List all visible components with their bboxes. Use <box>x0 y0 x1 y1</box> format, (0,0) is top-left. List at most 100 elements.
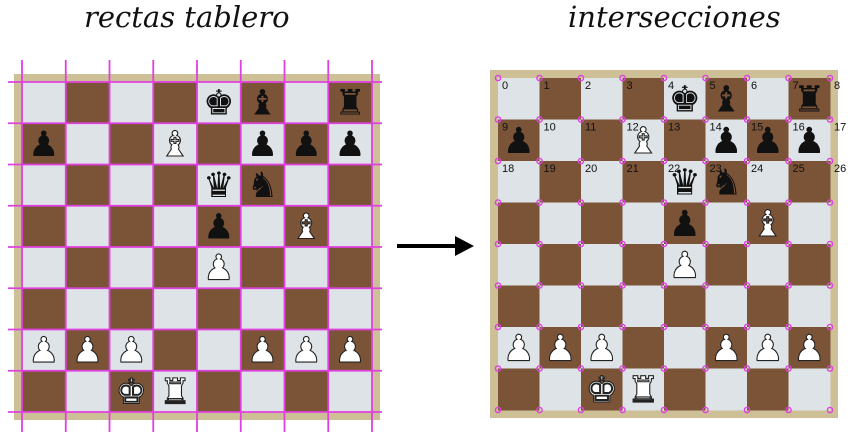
intersection-point <box>702 323 709 331</box>
right-square <box>705 244 748 286</box>
left-square <box>197 82 242 124</box>
intersection-label: 26 <box>834 163 846 175</box>
right-square <box>705 202 748 245</box>
right-square <box>705 78 748 120</box>
intersection-point <box>660 199 668 206</box>
intersection-point <box>826 365 834 372</box>
right-square <box>788 202 831 245</box>
left-square <box>153 329 198 372</box>
right-square <box>747 161 789 203</box>
intersection-point <box>826 199 834 206</box>
left-square <box>153 370 198 413</box>
left-square <box>109 205 154 248</box>
left-square <box>240 82 285 124</box>
right-square <box>747 78 789 120</box>
intersection-point <box>619 406 626 414</box>
left-square <box>328 329 373 372</box>
intersection-label: 3 <box>627 80 633 92</box>
intersection-point <box>494 282 502 289</box>
intersection-point <box>743 282 751 289</box>
intersection-label: 15 <box>751 122 763 134</box>
title-rectas-tablero: rectas tablero <box>84 0 290 34</box>
right-square <box>539 368 582 411</box>
intersection-point <box>702 282 709 289</box>
right-square <box>622 368 665 411</box>
intersection-point <box>577 199 585 206</box>
black-queen-icon: ♛ <box>669 162 701 203</box>
intersection-label: 0 <box>502 80 508 92</box>
intersection-point <box>785 406 792 414</box>
left-square <box>153 247 198 289</box>
white-pawn-icon: ♟ <box>247 331 278 371</box>
right-square <box>498 78 540 120</box>
intersection-point <box>494 323 502 331</box>
intersection-label: 8 <box>834 80 840 92</box>
intersection-label: 14 <box>710 122 722 134</box>
left-square <box>328 247 373 289</box>
left-square <box>65 82 110 124</box>
intersection-point <box>826 74 834 82</box>
right-square <box>622 285 665 328</box>
intersection-point <box>619 365 626 372</box>
left-square <box>65 205 110 248</box>
intersection-point <box>536 323 543 331</box>
intersection-point <box>619 282 626 289</box>
right-square <box>622 161 665 203</box>
intersection-label: 23 <box>710 163 722 175</box>
white-pawn-icon: ♟ <box>116 331 147 371</box>
left-square <box>65 164 110 207</box>
intersection-point <box>536 282 543 289</box>
intersection-point <box>826 157 834 165</box>
intersection-point <box>660 323 668 331</box>
right-square <box>581 78 623 120</box>
left-square <box>65 329 110 372</box>
left-square <box>240 329 285 372</box>
left-square <box>65 123 110 165</box>
right-square <box>664 119 706 162</box>
intersection-point <box>743 365 751 372</box>
left-square <box>22 123 67 165</box>
right-square <box>747 285 789 328</box>
intersection-point <box>577 240 585 248</box>
left-square <box>109 329 154 372</box>
black-pawn-icon: ♟ <box>334 125 365 165</box>
intersection-point <box>494 116 502 123</box>
left-square <box>328 205 373 248</box>
intersection-label: 22 <box>668 163 680 175</box>
right-square <box>664 78 706 120</box>
intersection-point <box>660 365 668 372</box>
right-square <box>539 78 582 120</box>
white-pawn-icon: ♟ <box>793 328 825 369</box>
intersection-point <box>619 74 626 82</box>
left-square <box>328 370 373 413</box>
black-rook-icon: ♜ <box>334 84 365 124</box>
right-square <box>539 119 582 162</box>
intersection-point <box>660 116 668 123</box>
black-pawn-icon: ♟ <box>28 125 59 165</box>
white-bishop-icon: ♝ <box>752 204 784 245</box>
black-bishop-icon: ♝ <box>247 84 278 124</box>
left-square <box>22 370 67 413</box>
left-square <box>22 288 67 330</box>
intersection-point <box>660 157 668 165</box>
left-square <box>22 247 67 289</box>
right-square <box>498 244 540 286</box>
intersection-label: 12 <box>627 122 639 134</box>
intersection-point <box>785 74 792 82</box>
intersection-point <box>536 74 543 82</box>
right-square <box>539 285 582 328</box>
black-pawn-icon: ♟ <box>291 125 322 165</box>
intersection-point <box>619 157 626 165</box>
intersection-point <box>577 282 585 289</box>
title-intersecciones: intersecciones <box>568 0 781 34</box>
intersection-label: 1 <box>544 80 550 92</box>
right-square <box>788 368 831 411</box>
white-pawn-icon: ♟ <box>669 245 701 286</box>
black-queen-icon: ♛ <box>203 166 234 206</box>
intersection-point <box>785 157 792 165</box>
left-square <box>65 247 110 289</box>
intersection-point <box>536 199 543 206</box>
intersection-label: 13 <box>668 122 680 134</box>
